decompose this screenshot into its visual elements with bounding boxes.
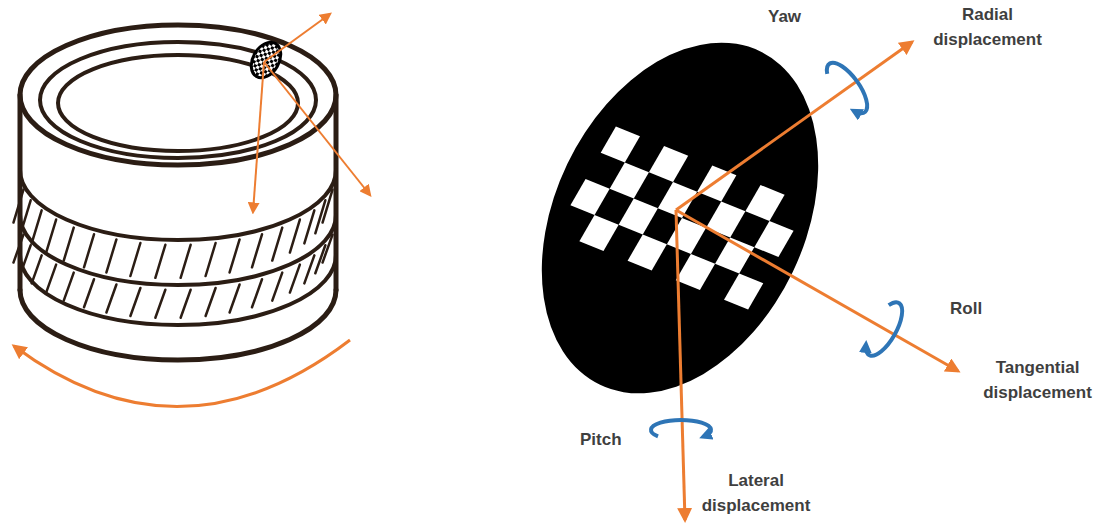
axes [676,42,958,520]
tire-drawing [13,25,336,360]
tread-stroke [21,200,31,233]
tread-stroke [32,210,42,243]
tread-stroke [84,234,94,267]
axis-label: Yaw [768,4,801,29]
tread-stroke [13,190,23,223]
axis-label: Tangential displacement [975,355,1100,405]
tread-stroke [155,245,165,278]
small-axes [253,14,370,212]
axis-label: Radial displacement [925,2,1050,52]
tread-stroke [181,245,191,278]
tread-stroke [272,273,282,301]
tread-stroke [206,243,216,276]
checker-square [724,273,763,309]
checker-square [610,163,649,199]
tread-stroke [290,220,300,253]
tread-stroke [230,284,240,312]
tread-stroke [230,239,240,272]
tread-stroke [315,245,325,273]
tread-stroke [106,239,116,272]
tread-stroke [64,273,74,301]
checker-square [745,185,784,221]
checker-square [676,254,715,290]
tread-stroke [106,284,116,312]
tread-stroke [252,234,262,267]
tread-stroke [304,255,314,283]
checker-square [628,234,667,270]
checker-square [601,127,640,163]
tread-stroke [290,265,300,293]
checkerboard [555,127,808,310]
tread-stroke [13,235,23,263]
tread-stroke [304,210,314,243]
tread-stroke [130,243,140,276]
tread-stroke [46,265,56,293]
tread-stroke [252,279,262,307]
tread-stroke [46,220,56,253]
tread-stroke [206,288,216,316]
tread-stroke [315,200,325,233]
checker-square [754,221,793,257]
tread-stroke [155,290,165,318]
axis-label: Roll [950,296,982,321]
checker-square [570,179,609,215]
checker-square [619,199,658,235]
checker-square [579,215,618,251]
tread-stroke [84,279,94,307]
axis-label: Pitch [580,427,622,452]
tread-stroke [32,255,42,283]
tread-stroke [181,290,191,318]
tread-stroke [21,245,31,273]
checker-square [649,146,688,182]
rotation-arrow [14,340,350,407]
tread-stroke [130,288,140,316]
rotation-arrows [651,57,909,437]
axis-label: Lateral displacement [696,468,816,518]
tread-stroke [272,228,282,261]
tread-stroke [64,228,74,261]
